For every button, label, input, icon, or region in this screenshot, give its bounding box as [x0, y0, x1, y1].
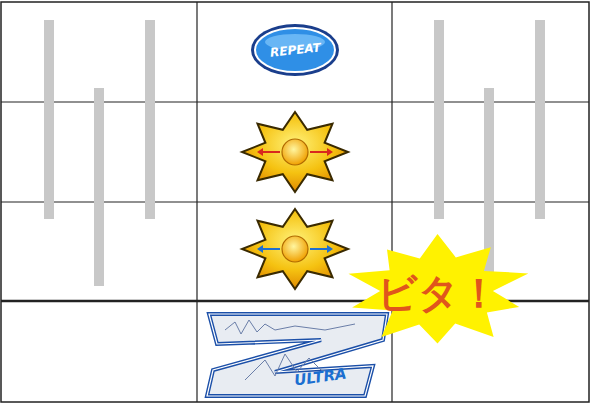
- bita-starburst: ビタ！: [340, 232, 535, 350]
- z-shape: [207, 314, 387, 396]
- symbol-text: ビタ！: [377, 266, 499, 321]
- star-arrow-head: [257, 245, 263, 253]
- star-symbol: [242, 209, 348, 289]
- star-symbol: [242, 112, 348, 192]
- blur-bar: [145, 20, 155, 219]
- star-arrow-head: [257, 148, 263, 156]
- row-line: [1, 101, 589, 102]
- z-ultra-logo: ULTRA: [205, 310, 391, 400]
- blur-bar: [94, 88, 104, 286]
- star-arrow: [310, 248, 327, 250]
- star-body: [242, 209, 348, 289]
- star-arrow-head: [327, 245, 333, 253]
- star-arrow: [310, 151, 327, 153]
- star-body: [242, 112, 348, 192]
- star-core: [282, 139, 308, 165]
- star-arrow-head: [327, 148, 333, 156]
- star-core: [282, 236, 308, 262]
- star-arrow: [263, 248, 280, 250]
- z-pattern: [225, 320, 355, 334]
- row-line: [1, 201, 589, 202]
- starburst-shape: [349, 234, 529, 343]
- repeat-symbol: REPEAT: [249, 22, 341, 78]
- blur-bar: [44, 20, 54, 219]
- blurred-reel-bars: [44, 20, 545, 286]
- oval-rim: [251, 24, 339, 76]
- z-inner-line: [207, 314, 387, 396]
- blur-bar: [535, 20, 545, 219]
- star-arrow: [263, 151, 280, 153]
- star-symbols: [242, 112, 348, 289]
- blur-bar: [434, 20, 444, 219]
- oval-face: [255, 28, 335, 72]
